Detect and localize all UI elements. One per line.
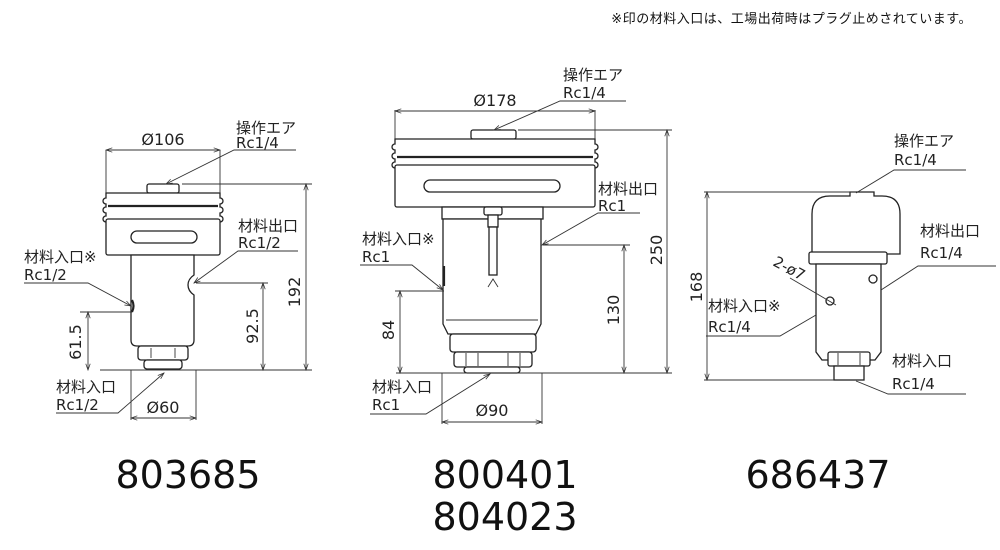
label-air-title: 操作エア xyxy=(894,132,954,150)
label-inlet-side-spec: Rc1/2 xyxy=(24,266,67,284)
label-outlet-spec: Rc1/4 xyxy=(920,244,963,262)
needle xyxy=(488,226,498,276)
bottom-nut xyxy=(827,351,871,367)
drawing-686437: 168 2-ø7 操作エア Rc1/4 材料出口 Rc1/4 材料入口※ Rc1… xyxy=(687,132,996,497)
air-port-cap xyxy=(470,129,517,140)
label-inlet-bottom-title: 材料入口 xyxy=(372,378,432,396)
housing-slot xyxy=(130,230,198,244)
label-inlet-side-title: 材料入口※ xyxy=(24,248,97,266)
bottom-fitting xyxy=(143,359,183,370)
dim-outlet-height: 92.5 xyxy=(243,308,262,344)
lower-body xyxy=(130,254,195,347)
label-inlet-bottom-title: 材料入口 xyxy=(56,378,116,396)
drawing-800401-804023: Ø178 250 130 84 Ø90 操作エア Rc1/4 材料出口 Rc1 … xyxy=(360,66,672,539)
model-number: 803685 xyxy=(115,453,260,497)
dim-height: 168 xyxy=(687,272,706,303)
label-inlet-side-spec: Rc1/4 xyxy=(708,318,751,336)
label-outlet-title: 材料出口 xyxy=(238,217,298,235)
dim-inlet-height: 84 xyxy=(379,320,398,340)
label-air-spec: Rc1/4 xyxy=(236,134,279,152)
label-inlet-bottom-spec: Rc1/4 xyxy=(892,375,935,393)
label-outlet-spec: Rc1 xyxy=(598,197,626,215)
label-inlet-side-title: 材料入口※ xyxy=(362,230,435,248)
factory-plug-note: ※印の材料入口は、工場出荷時はプラグ止めされています。 xyxy=(611,12,972,27)
dim-bottom-diameter: Ø60 xyxy=(147,398,180,417)
label-outlet-spec: Rc1/2 xyxy=(238,234,281,252)
hole-leader xyxy=(789,277,837,306)
housing-slot xyxy=(423,179,561,193)
label-air-title: 操作エア xyxy=(236,119,296,137)
bowl-base xyxy=(449,333,537,353)
dim-height: 250 xyxy=(647,235,666,266)
dim-inlet-height: 61.5 xyxy=(66,324,85,360)
top-cap xyxy=(811,191,901,255)
dim-height: 192 xyxy=(285,277,304,308)
label-inlet-bottom-title: 材料入口 xyxy=(892,352,952,370)
air-port-cap xyxy=(146,183,180,194)
cylinder-body xyxy=(815,263,882,361)
label-air-spec: Rc1/4 xyxy=(894,151,937,169)
label-outlet-title: 材料出口 xyxy=(920,222,980,240)
threaded-cap xyxy=(102,192,224,223)
label-air-title: 操作エア xyxy=(563,66,623,84)
bottom-fitting xyxy=(463,366,521,374)
cap-ring xyxy=(808,251,888,265)
dim-outlet-height: 130 xyxy=(604,295,623,326)
label-air-spec: Rc1/4 xyxy=(563,84,606,102)
model-number-2: 804023 xyxy=(432,495,577,539)
bottom-nut xyxy=(137,345,189,361)
needle-fitting xyxy=(487,214,499,228)
bottom-fitting xyxy=(833,365,865,381)
material-bowl xyxy=(442,218,542,335)
needle-nut xyxy=(483,206,503,216)
dim-bottom-diameter: Ø90 xyxy=(476,401,509,420)
label-outlet-title: 材料出口 xyxy=(598,180,658,198)
model-number-1: 800401 xyxy=(432,453,577,497)
label-hole-spec: 2-ø7 xyxy=(770,253,808,285)
threaded-cap xyxy=(391,138,599,169)
dim-top-diameter: Ø106 xyxy=(141,130,184,149)
label-inlet-side-title: 材料入口※ xyxy=(708,297,781,315)
label-inlet-side-spec: Rc1 xyxy=(362,248,390,266)
dim-top-diameter: Ø178 xyxy=(473,91,516,110)
drawing-803685: Ø106 192 92.5 61.5 Ø60 操作エア Rc1/4 材料出口 R… xyxy=(24,119,312,497)
model-number: 686437 xyxy=(745,453,890,497)
label-inlet-bottom-spec: Rc1/2 xyxy=(56,396,99,414)
hole-upper xyxy=(868,274,878,284)
label-inlet-bottom-spec: Rc1 xyxy=(372,396,400,414)
